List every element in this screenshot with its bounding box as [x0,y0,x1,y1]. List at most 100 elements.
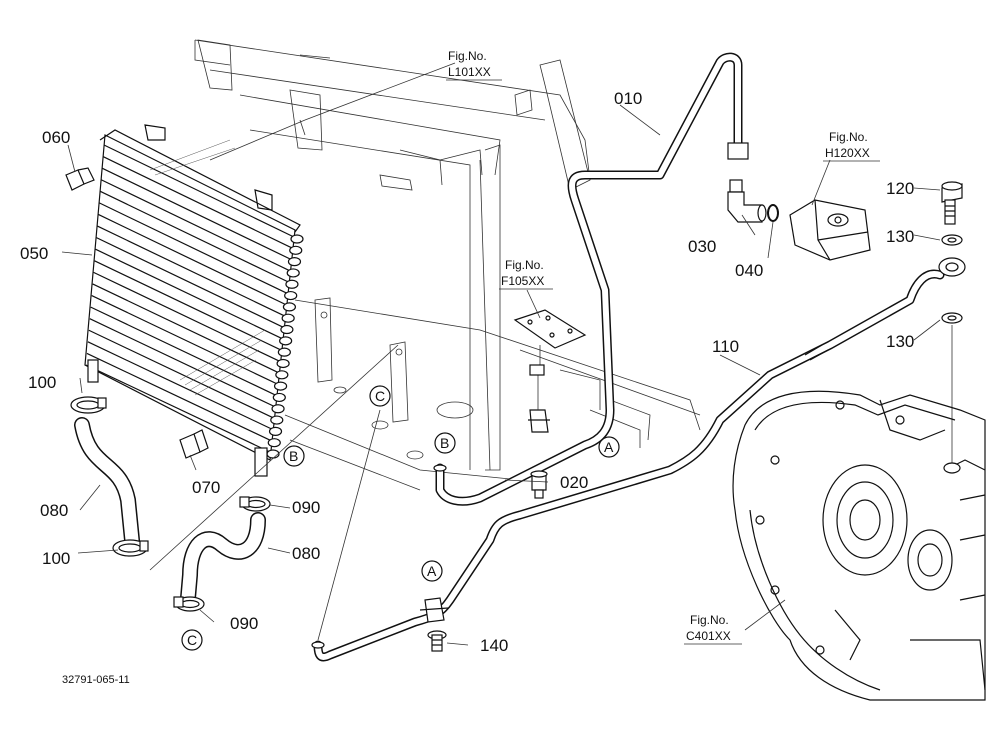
hose-080-right [180,512,266,606]
part-label: 070 [192,478,220,497]
cooler-fin-end [282,302,297,312]
cooler-fin-end [266,449,280,459]
o-ring-040 [767,204,779,222]
cooler-fin [90,306,279,397]
part-label: 020 [560,473,588,492]
drawing-id: 32791-065-11 [62,674,130,686]
marker-a-right: A [598,436,620,458]
pipe-110 [311,269,945,662]
cooler-fin [95,248,285,341]
svg-text:A: A [427,563,437,579]
cooler-fin [87,341,275,431]
part-label: 030 [688,237,716,256]
cooler-fin-end [267,438,281,448]
part-label: 090 [230,614,258,633]
cooler-fin-end [285,279,299,289]
clamp-100-top [70,396,107,414]
elbow-030 [727,179,767,223]
cooler-fin [86,352,274,443]
cooler-fin [88,329,277,420]
banjo-fitting [938,257,966,277]
part-label: 140 [480,636,508,655]
part-label: 080 [40,501,68,520]
svg-text:A: A [604,439,614,455]
cooler-fin-end [281,313,295,323]
clamp-100-bottom [112,539,149,557]
valve-block [789,199,871,261]
cooler-fin [99,202,290,296]
fig-ref-line1: Fig.No. [829,130,868,144]
connection-markers: A A B B C C [181,385,620,651]
cooler-fin-end [287,257,302,267]
cooler-fin [101,167,294,262]
marker-b-center: B [434,432,456,454]
fig-ref-line1: Fig.No. [690,613,729,627]
svg-text:C: C [375,388,385,404]
plug-060 [65,167,95,191]
cooler-fin-end [284,290,298,301]
cooler-fin-end [272,392,286,403]
clamp-090-top [239,496,271,512]
cooler-fin [100,179,293,273]
marker-c-top: C [369,385,391,407]
fig-ref-line1: Fig.No. [448,49,487,63]
clip-020 [528,364,550,433]
bolt-140 [427,630,447,652]
cooler-fin [103,144,297,239]
part-label: 130 [886,332,914,351]
cooler-fin [94,260,284,352]
clamp-090-bottom [173,596,205,612]
bracket-plate [513,309,587,365]
pipe-010 [433,52,749,506]
svg-text:B: B [289,448,298,464]
part-label: 120 [886,179,914,198]
part-label: 130 [886,227,914,246]
cooler-fin [98,213,289,307]
part-label: 040 [735,261,763,280]
cooler-fin-end [289,245,303,255]
part-label: 100 [42,549,70,568]
cooler-fin-end [277,347,291,357]
part-label: 010 [614,89,642,108]
cooler-fin-end [279,336,293,346]
cooler-fin [85,364,273,454]
cooler-fin-end [268,426,283,436]
part-number-labels: 060 050 100 080 100 070 090 080 090 010 … [20,89,914,655]
fig-ref-line2: H120XX [825,146,870,160]
part-label: 090 [292,498,320,517]
fitting-070 [179,429,209,459]
cooler-fin [97,225,288,318]
banjo-bolt-120 [941,181,963,225]
cooler-fin-end [290,234,304,244]
bolt-020 [530,470,548,499]
cooler-fin-end [275,370,289,380]
cooler-fin-end [273,381,288,391]
cooler-fin-end [271,404,285,414]
clip-140 [419,597,449,623]
cooler-fin-end [280,324,294,335]
cooler-fin [89,318,278,409]
fig-ref-line2: L101XX [448,65,491,79]
fig-ref-line2: F105XX [501,274,544,288]
cooler-fin [93,271,283,364]
cooler-fin [92,283,282,375]
svg-text:C: C [187,632,197,648]
leader-lines [61,62,941,646]
frame-structure [194,39,701,491]
part-label: 080 [292,544,320,563]
marker-a-left: A [421,560,443,582]
marker-b-left: B [283,445,305,467]
cooler-fin [102,156,295,250]
fig-ref-line1: Fig.No. [505,258,544,272]
figure-reference-labels: Fig.No. L101XX Fig.No. H120XX Fig.No. F1… [446,49,880,645]
part-label: 100 [28,373,56,392]
hose-080-left [74,417,140,548]
cooler-fin [96,237,287,330]
fig-ref-line2: C401XX [686,629,731,643]
washer-130-top [941,234,963,246]
part-label: 050 [20,244,48,263]
cooler-fin [99,190,292,284]
cooler-fin-end [270,415,284,425]
